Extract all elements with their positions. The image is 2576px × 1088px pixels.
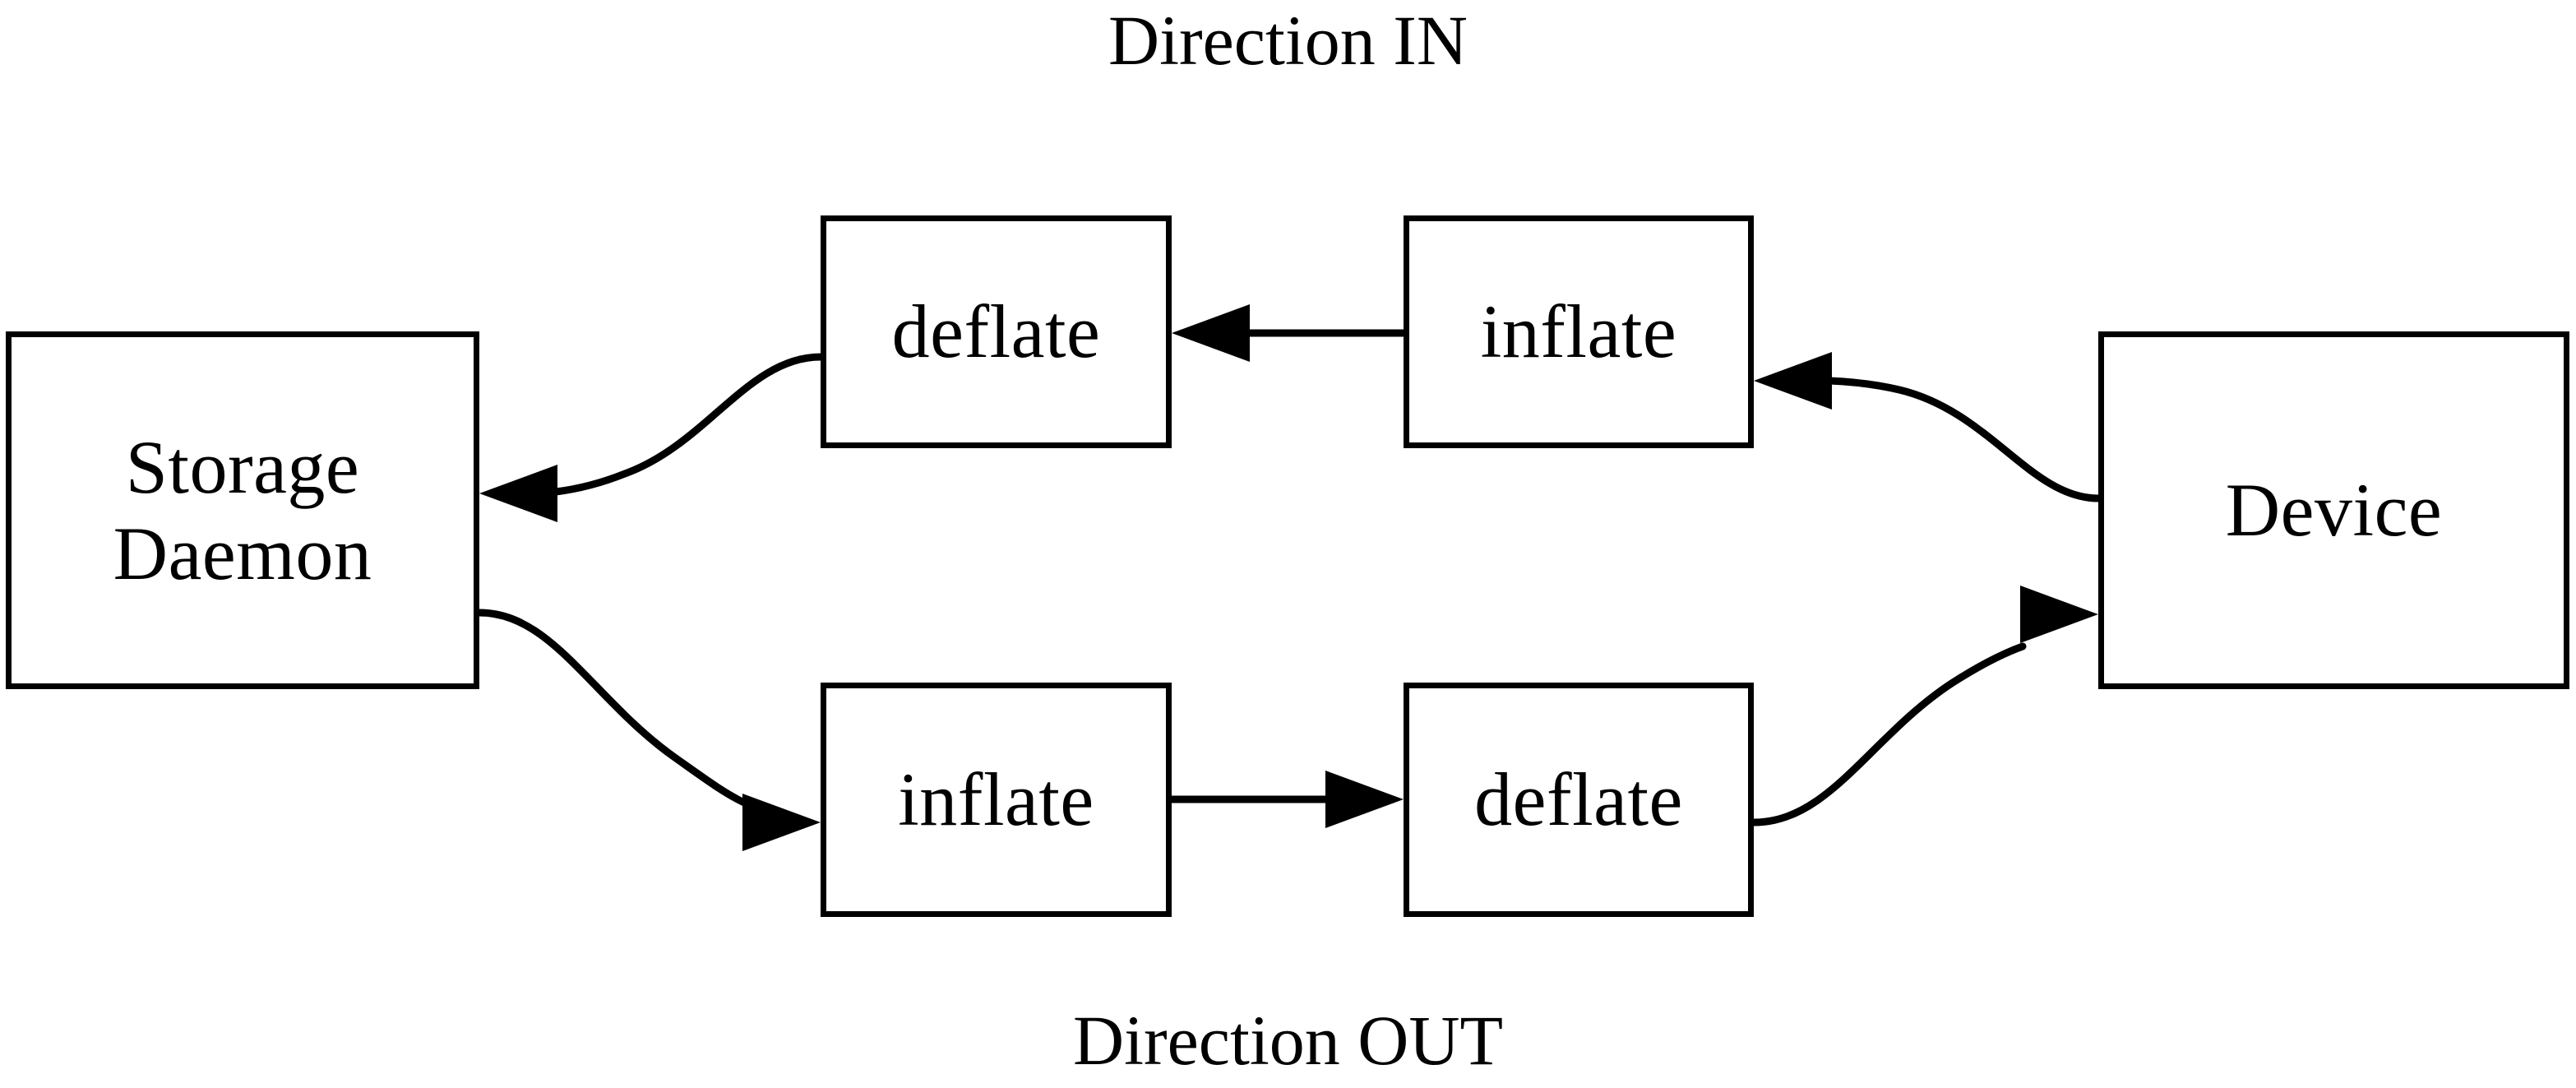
node-inflate-in-label: inflate [1480,289,1677,373]
node-inflate-in[interactable]: inflate [1404,215,1754,448]
caption-direction-in: Direction IN [1108,1,1468,80]
edge-device-to-inflate-in [1754,352,2102,502]
node-deflate-out[interactable]: deflate [1404,683,1754,917]
edge-inflate-out-to-deflate-out [1172,771,1404,828]
caption-direction-out: Direction OUT [1072,1001,1503,1080]
node-device-label: Device [2225,467,2443,552]
node-storage-daemon-label-line2: Daemon [113,511,372,595]
node-deflate-in[interactable]: deflate [821,215,1172,448]
node-device[interactable]: Device [2098,331,2569,689]
edge-deflate-in-to-storage [479,353,825,522]
edge-storage-to-inflate-out [475,609,821,851]
node-deflate-out-label: deflate [1474,757,1683,841]
node-storage-daemon-label-line1: Storage [125,424,360,509]
edge-deflate-out-to-device [1750,586,2098,826]
edge-inflate-in-to-deflate-in [1172,304,1404,362]
node-inflate-out-label: inflate [898,757,1094,841]
node-deflate-in-label: deflate [891,289,1101,373]
node-inflate-out[interactable]: inflate [821,683,1172,917]
node-storage-daemon[interactable]: Storage Daemon [6,331,479,689]
